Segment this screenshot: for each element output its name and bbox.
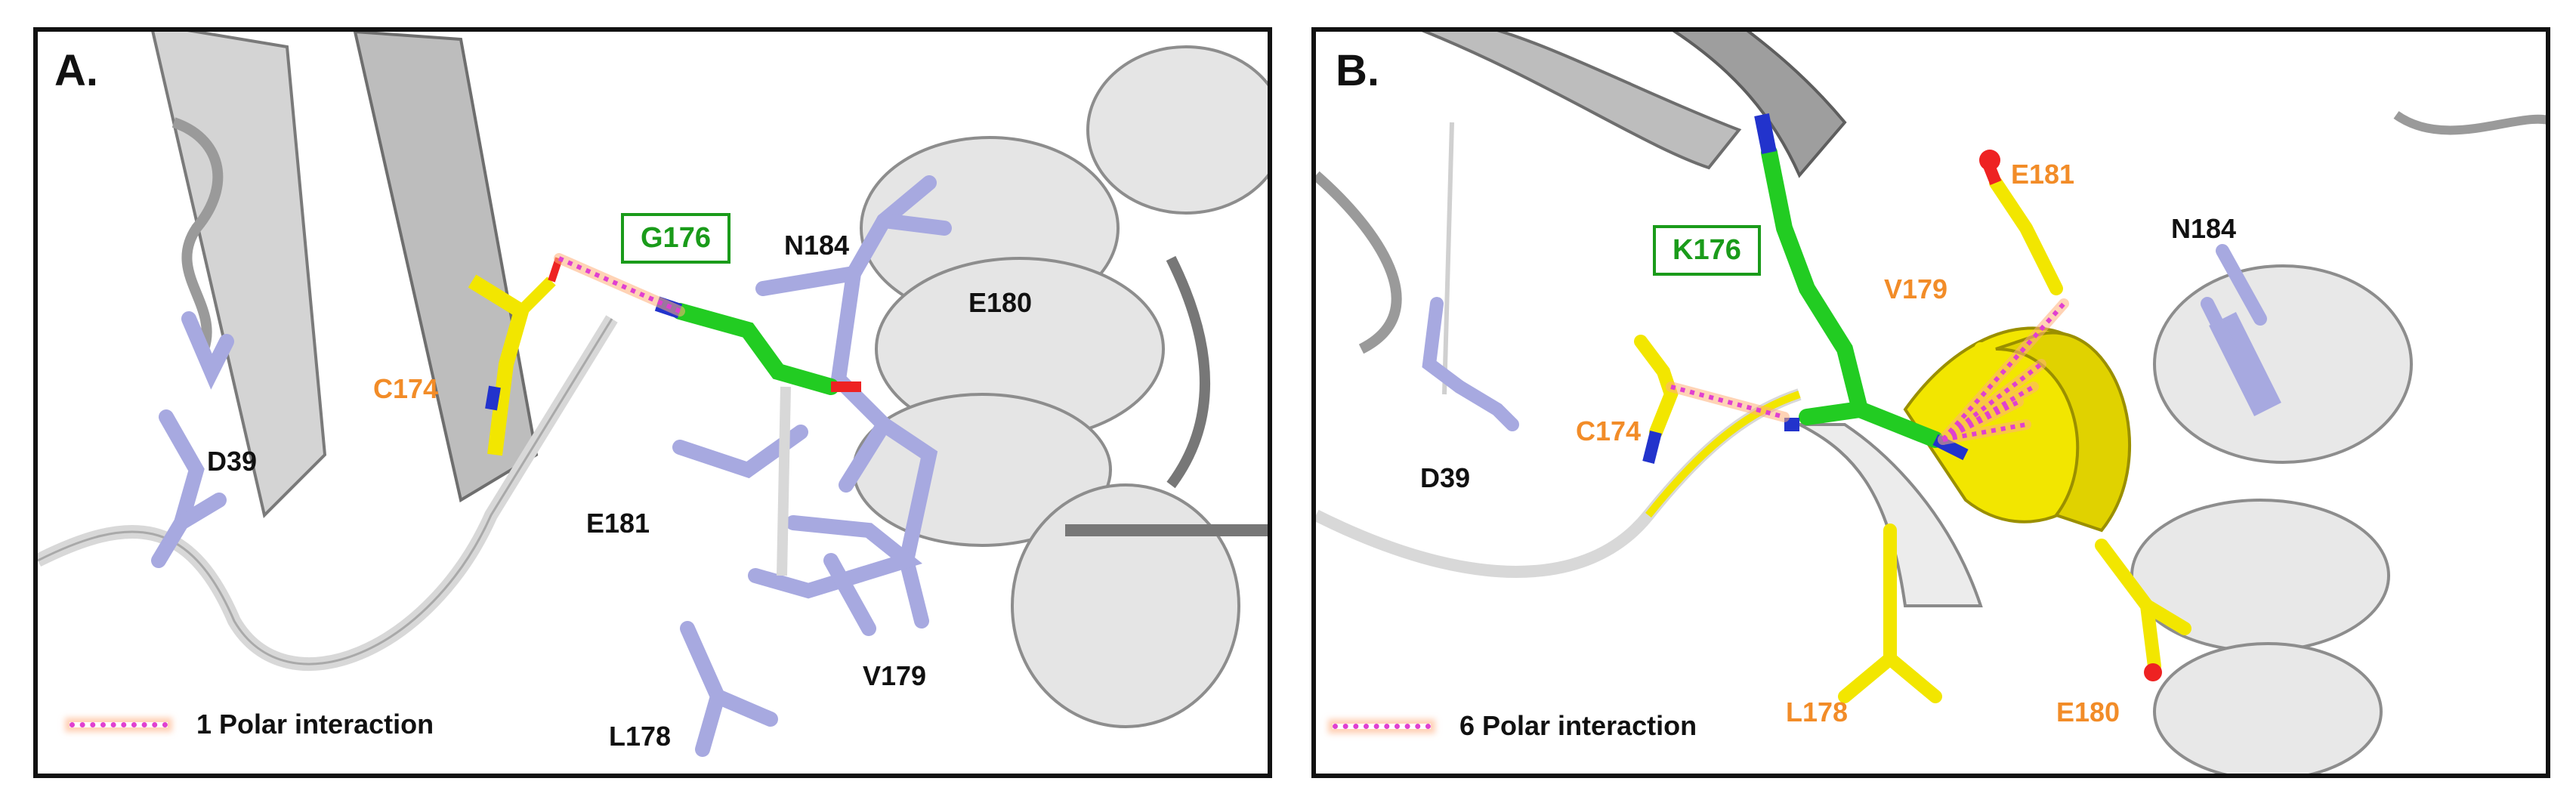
panel-a-mutant-label: G176 [621,213,730,264]
panel-b-legend: 6 Polar interaction [1333,710,1697,742]
panel-a-residue-e180: E180 [968,287,1033,318]
panel-b: B. K176 E181 N184 V179 C174 D39 L178 E18… [1311,27,2550,778]
panel-b-legend-text: 6 Polar interaction [1459,710,1697,741]
panel-a-residue-v179: V179 [863,660,927,691]
panel-a-legend-text: 1 Polar interaction [196,709,434,740]
panel-b-residue-e181: E181 [2011,159,2075,190]
panel-a-structure [38,32,1268,757]
panel-a-label: A. [54,46,98,95]
panel-b-mutant-label: K176 [1653,225,1761,276]
panel-b-residue-v179: V179 [1884,273,1948,304]
panel-a: A. G176 N184 E180 C174 D39 E181 V179 L17… [33,27,1272,778]
panel-b-residue-l178: L178 [1786,696,1849,727]
panel-b-label: B. [1336,46,1379,95]
panel-b-structure [1316,32,2546,774]
panel-a-residue-e181: E181 [586,508,650,539]
polar-contact-legend-icon [1333,723,1431,729]
panel-b-residue-e180: E180 [2056,696,2120,727]
panel-b-residue-n184: N184 [2171,213,2237,244]
panel-a-legend: 1 Polar interaction [69,709,434,740]
polar-contact-legend-icon [69,721,168,727]
panel-a-residue-d39: D39 [207,446,258,477]
panel-a-residue-c174: C174 [373,373,439,404]
panel-a-residue-l178: L178 [609,721,672,752]
panel-b-residue-c174: C174 [1576,415,1642,446]
panel-a-residue-n184: N184 [784,230,850,261]
panel-b-residue-d39: D39 [1420,462,1471,493]
